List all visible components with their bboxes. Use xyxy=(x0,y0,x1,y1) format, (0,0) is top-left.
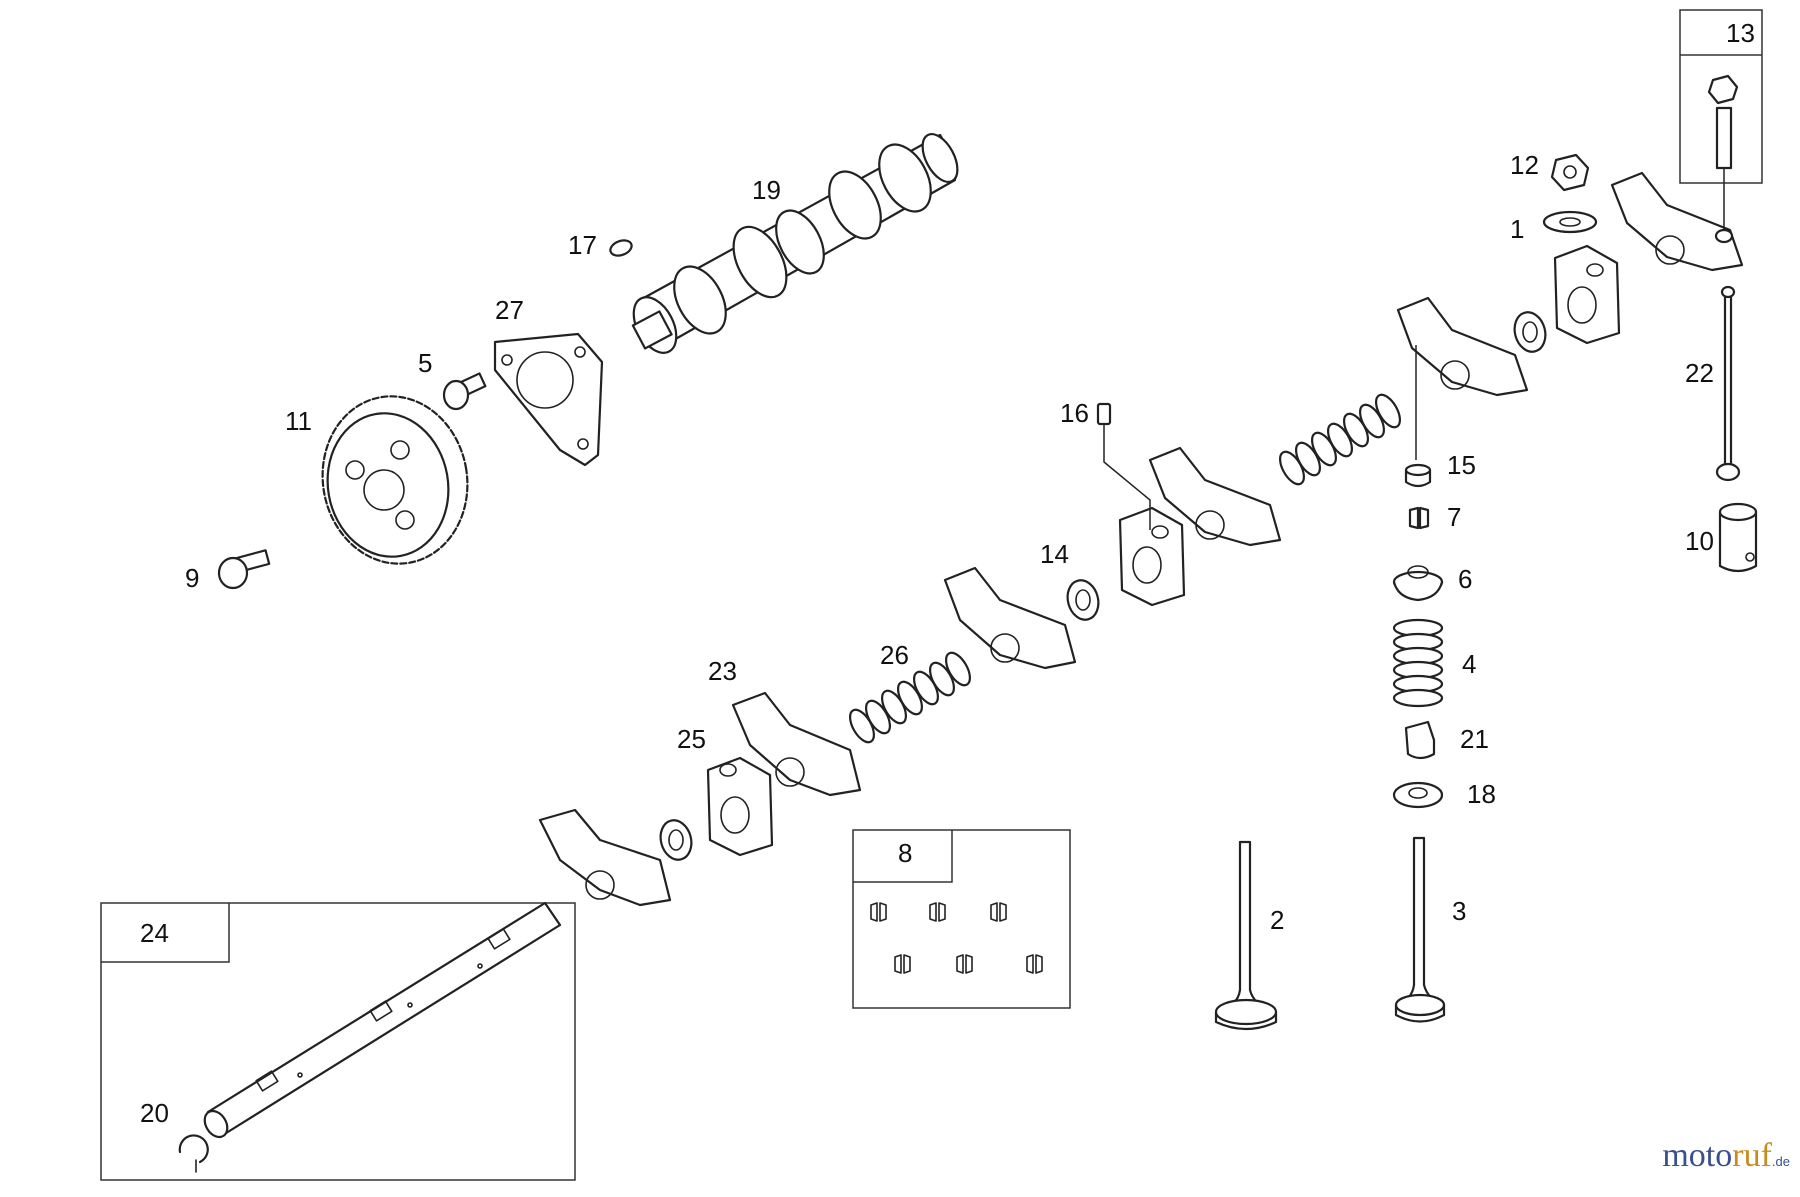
callout-15: 15 xyxy=(1447,450,1476,480)
callout-23: 23 xyxy=(708,656,737,686)
kit-box-24 xyxy=(100,902,576,1181)
rocker-shaft-24 xyxy=(203,901,562,1139)
callout-3: 3 xyxy=(1452,896,1466,926)
rocker-spring-mid xyxy=(1278,393,1402,486)
rocker-arm-5 xyxy=(1396,296,1529,397)
thrust-plate xyxy=(493,332,604,467)
kit-box-13 xyxy=(1679,9,1763,184)
camshaft xyxy=(631,133,959,354)
rocker-support-right xyxy=(1553,244,1621,345)
exhaust-valve-3 xyxy=(1394,836,1446,1023)
valve-seal-21 xyxy=(1404,720,1436,760)
callout-16: 16 xyxy=(1060,398,1089,428)
keeper-pairs-kit-8 xyxy=(870,902,1043,974)
bolt-9 xyxy=(217,549,271,590)
kit-box-8 xyxy=(852,829,1071,1009)
rocker-arm-2 xyxy=(731,691,862,797)
callout-10: 10 xyxy=(1685,526,1714,556)
rocker-support-16 xyxy=(1118,506,1186,607)
tappet xyxy=(1718,502,1758,573)
callout-4: 4 xyxy=(1462,649,1476,679)
callout-20: 20 xyxy=(140,1098,169,1128)
callout-8: 8 xyxy=(898,838,912,868)
callout-1: 1 xyxy=(1510,214,1524,244)
washer-25 xyxy=(659,819,693,861)
woodruff-key xyxy=(609,239,633,257)
bolt-5 xyxy=(442,372,487,411)
washer-mid xyxy=(1513,311,1547,353)
adjust-screw-13 xyxy=(1707,74,1739,244)
callout-9: 9 xyxy=(185,563,199,593)
washer-1 xyxy=(1542,210,1598,234)
rocker-arm-3 xyxy=(943,566,1077,670)
callout-27: 27 xyxy=(495,295,524,325)
callout-21: 21 xyxy=(1460,724,1489,754)
rocker-spring-26 xyxy=(848,651,972,744)
callout-24: 24 xyxy=(140,918,169,948)
watermark-logo: motoruf.de xyxy=(1662,1137,1790,1174)
callout-12: 12 xyxy=(1510,150,1539,180)
callout-2: 2 xyxy=(1270,905,1284,935)
callout-26: 26 xyxy=(880,640,909,670)
push-rod xyxy=(1715,285,1741,482)
callout-11: 11 xyxy=(285,406,312,436)
spring-retainer-6 xyxy=(1392,565,1444,602)
callout-7: 7 xyxy=(1447,502,1461,532)
rocker-arm-6 xyxy=(1610,171,1744,272)
rocker-support-25 xyxy=(706,756,774,857)
circlip-20 xyxy=(178,1134,209,1173)
callout-5: 5 xyxy=(418,348,432,378)
washer-14 xyxy=(1066,579,1100,621)
valve-spring-4 xyxy=(1392,618,1444,708)
callout-14: 14 xyxy=(1040,539,1069,569)
intake-valve-2 xyxy=(1214,840,1278,1031)
callout-18: 18 xyxy=(1467,779,1496,809)
callout-19: 19 xyxy=(752,175,781,205)
valve-keeper-7 xyxy=(1408,506,1430,530)
screw-16 xyxy=(1096,402,1151,530)
washer-18 xyxy=(1392,781,1444,809)
rocker-arm-1 xyxy=(538,808,672,907)
callout-17: 17 xyxy=(568,230,597,260)
callout-22: 22 xyxy=(1685,358,1714,388)
rocker-arm-4 xyxy=(1148,446,1282,547)
callout-13: 13 xyxy=(1726,18,1755,48)
cam-gear xyxy=(321,395,469,565)
callout-25: 25 xyxy=(677,724,706,754)
valve-cap-15 xyxy=(1404,345,1432,488)
nut-12 xyxy=(1550,153,1590,192)
callout-6: 6 xyxy=(1458,564,1472,594)
